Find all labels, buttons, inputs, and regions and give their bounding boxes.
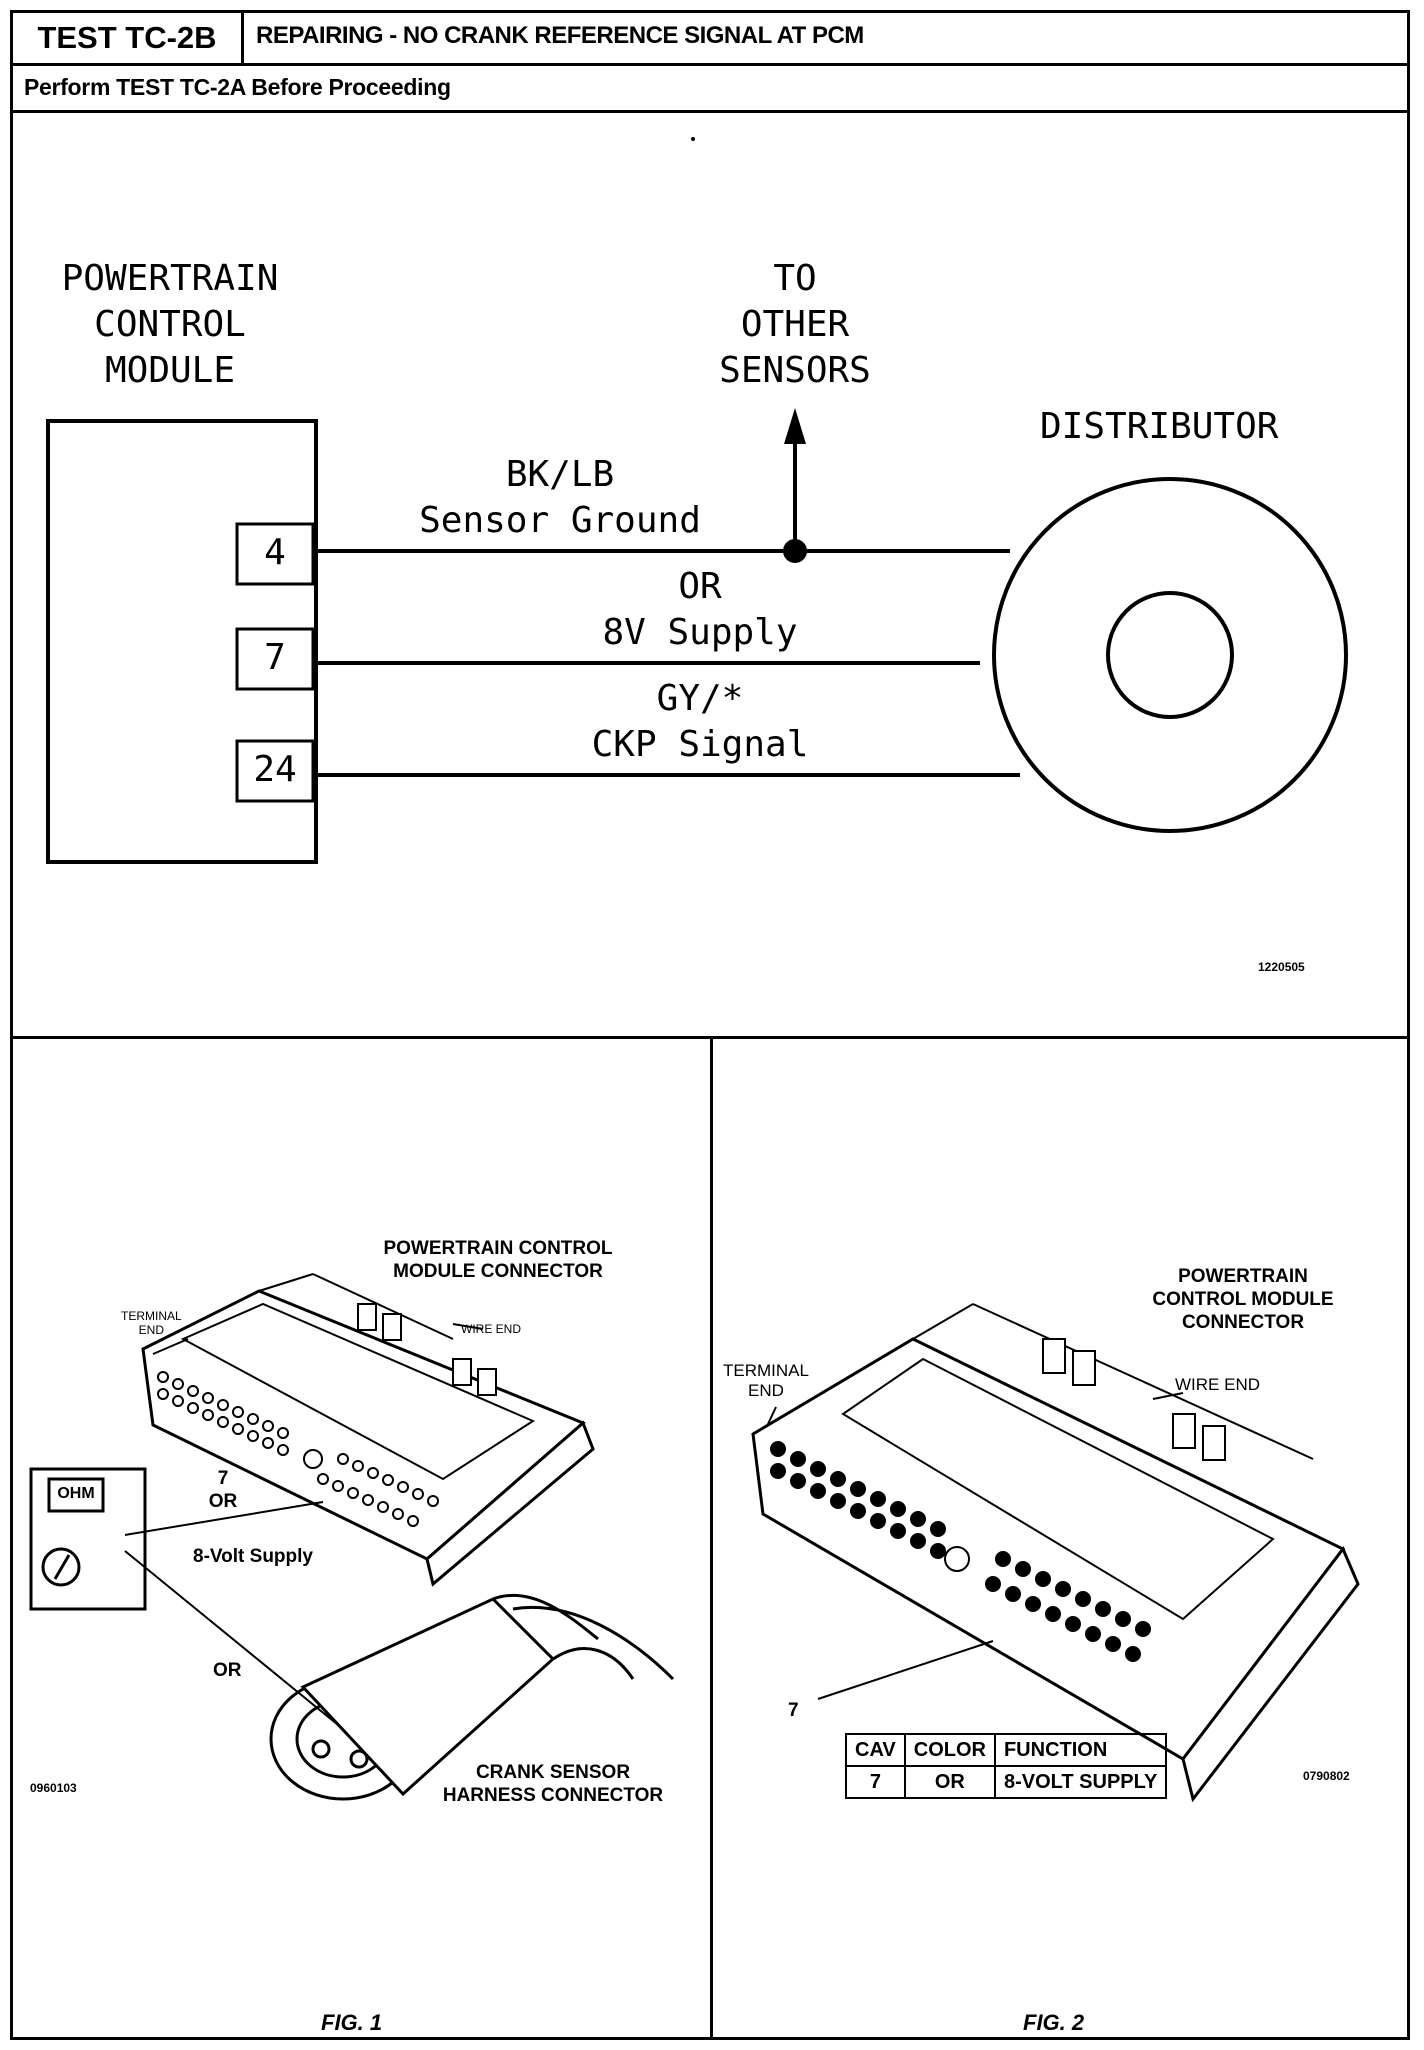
fig2-wire-end: WIRE END — [1175, 1375, 1260, 1394]
table-cell: 8-VOLT SUPPLY — [993, 1765, 1168, 1799]
fig2-drawing — [751, 1303, 1360, 1803]
wire-color-2: OR — [678, 566, 722, 607]
pcm-box — [46, 419, 318, 864]
pin-4-box — [235, 522, 315, 586]
fig2-connector-label-1: POWERTRAIN — [1178, 1266, 1308, 1287]
fig2-terminal-end-1: TERMINAL — [723, 1361, 809, 1380]
distributor-outer — [992, 477, 1348, 833]
other-sensors-1: TO — [773, 258, 817, 299]
other-sensors-3: SENSORS — [719, 350, 871, 391]
pin-24: 24 — [253, 749, 297, 790]
pin-4: 4 — [264, 532, 286, 573]
fig1-terminal-end-2: END — [138, 1323, 165, 1337]
fig1-caption: FIG. 1 — [321, 2010, 383, 2035]
page-subtitle: Perform TEST TC-2A Before Proceeding — [24, 74, 451, 100]
wire-color-1: BK/LB — [505, 454, 615, 495]
pin-24-box — [235, 739, 315, 803]
wire-name-1: Sensor Ground — [419, 500, 701, 541]
fig1-harness-label-1: CRANK SENSOR — [475, 1762, 631, 1783]
fig2-caption: FIG. 2 — [1023, 2010, 1085, 2035]
table-row: 7 OR 8-VOLT SUPPLY — [845, 1765, 1168, 1799]
fig1-terminal-end-1: TERMINAL — [121, 1309, 182, 1323]
schematic-number: 1220505 — [1258, 960, 1305, 974]
figure-2: POWERTRAIN CONTROL MODULE CONNECTOR TERM… — [713, 1039, 1410, 2039]
fig2-connector-label-2: CONTROL MODULE — [1152, 1289, 1334, 1310]
wire-name-3: CKP Signal — [591, 724, 809, 765]
fig1-pin-7: 7 — [217, 1468, 229, 1489]
table-header: CAV — [845, 1733, 906, 1767]
fig2-pin-7: 7 — [788, 1700, 799, 1721]
header-divider — [244, 63, 1407, 66]
schematic-lines — [46, 137, 1348, 864]
table-cell: OR — [903, 1765, 996, 1799]
figure-1: POWERTRAIN CONTROL MODULE CONNECTOR TERM… — [13, 1039, 710, 2039]
fig1-supply-label: 8-Volt Supply — [193, 1546, 313, 1567]
pcm-label-1: POWERTRAIN — [61, 258, 279, 299]
page-title: REPAIRING - NO CRANK REFERENCE SIGNAL AT… — [256, 22, 864, 49]
wire-color-3: GY/* — [656, 678, 744, 719]
pcm-label-3: MODULE — [104, 350, 236, 391]
wiring-schematic: POWERTRAIN CONTROL MODULE TO OTHER SENSO… — [46, 137, 1348, 974]
fig2-terminal-end-2: END — [748, 1381, 784, 1400]
splice-dot — [783, 539, 807, 563]
section-divider — [10, 110, 1410, 113]
distributor-label: DISTRIBUTOR — [1040, 406, 1279, 447]
meter-display: OHM — [57, 1485, 95, 1502]
fig2-image-number: 0790802 — [1303, 1769, 1350, 1783]
arrow-up-icon — [784, 408, 806, 444]
fig1-wire-end: WIRE END — [461, 1322, 521, 1336]
cavity-table: CAV COLOR FUNCTION 7 OR 8-VOLT SUPPLY — [845, 1733, 1168, 1799]
table-cell: 7 — [845, 1765, 906, 1799]
distributor-inner — [1106, 591, 1234, 719]
fig1-drawing — [29, 1273, 675, 1801]
fig1-pin-or: OR — [208, 1491, 238, 1512]
wire-name-2: 8V Supply — [602, 612, 798, 653]
pcm-label-2: CONTROL — [94, 304, 246, 345]
table-header: COLOR — [903, 1733, 996, 1767]
fig1-connector-label-2: MODULE CONNECTOR — [393, 1261, 603, 1282]
table-header: FUNCTION — [993, 1733, 1168, 1767]
fig1-or-label: OR — [213, 1660, 242, 1681]
fig1-harness-label-2: HARNESS CONNECTOR — [442, 1785, 664, 1806]
pin-7-box — [235, 627, 315, 691]
table-header-row: CAV COLOR FUNCTION — [845, 1733, 1168, 1767]
fig1-connector-label-1: POWERTRAIN CONTROL — [383, 1238, 613, 1259]
other-sensors-2: OTHER — [740, 304, 850, 345]
test-id: TEST TC-2B — [13, 13, 244, 66]
figure-divider — [710, 1036, 713, 2040]
fig1-image-number: 0960103 — [30, 1781, 77, 1795]
pin-7: 7 — [264, 637, 286, 678]
fig2-connector-label-3: CONNECTOR — [1181, 1312, 1305, 1333]
